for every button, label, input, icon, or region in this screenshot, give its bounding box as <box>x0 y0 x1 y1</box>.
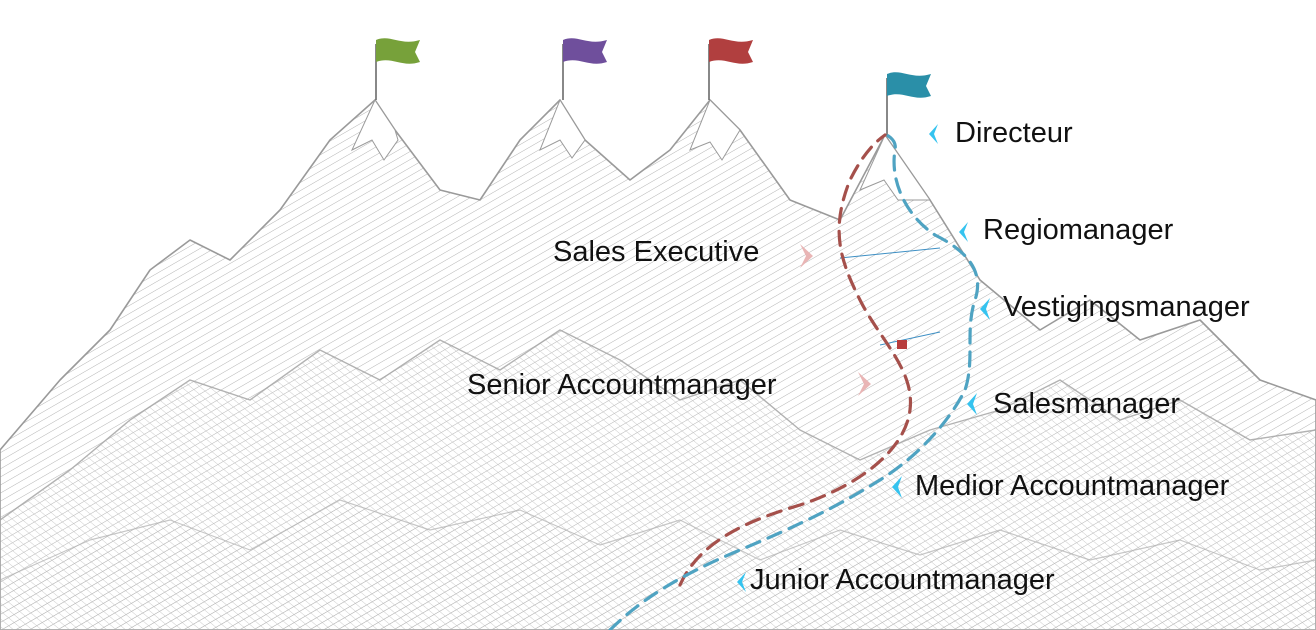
marker-directeur-icon <box>929 124 938 144</box>
foreground-ridge <box>0 499 1316 630</box>
label-senior-accountmanager: Senior Accountmanager <box>467 369 777 401</box>
marker-medior-accountmanager-icon <box>892 476 902 498</box>
label-sales-executive: Sales Executive <box>553 236 760 268</box>
marker-vestigingsmanager-icon <box>980 298 990 320</box>
label-directeur: Directeur <box>955 117 1073 149</box>
snow-cap-purple <box>539 98 586 159</box>
label-junior-accountmanager: Junior Accountmanager <box>750 564 1055 596</box>
label-vestigingsmanager: Vestigingsmanager <box>1003 291 1250 323</box>
label-salesmanager: Salesmanager <box>993 388 1180 420</box>
ski-gondola-icon <box>897 340 907 349</box>
marker-sales-executive-icon <box>800 244 813 268</box>
snow-cap-green <box>350 98 399 161</box>
flag-red-icon <box>709 38 753 64</box>
label-medior-accountmanager: Medior Accountmanager <box>915 470 1230 502</box>
marker-salesmanager-icon <box>967 393 977 415</box>
marker-junior-accountmanager-icon <box>737 572 746 592</box>
flag-blue-icon <box>887 72 931 98</box>
label-regiomanager: Regiomanager <box>983 214 1174 246</box>
flag-purple-icon <box>563 38 607 64</box>
ski-lift-cable-lower <box>879 331 941 346</box>
blue-career-path <box>608 133 980 630</box>
marker-senior-accountmanager-icon <box>858 372 871 396</box>
marker-regiomanager-icon <box>959 222 968 242</box>
ski-lift-cable-upper <box>839 247 941 259</box>
snow-cap-red <box>689 99 741 161</box>
flag-green-icon <box>376 38 420 64</box>
red-career-path <box>678 133 913 587</box>
